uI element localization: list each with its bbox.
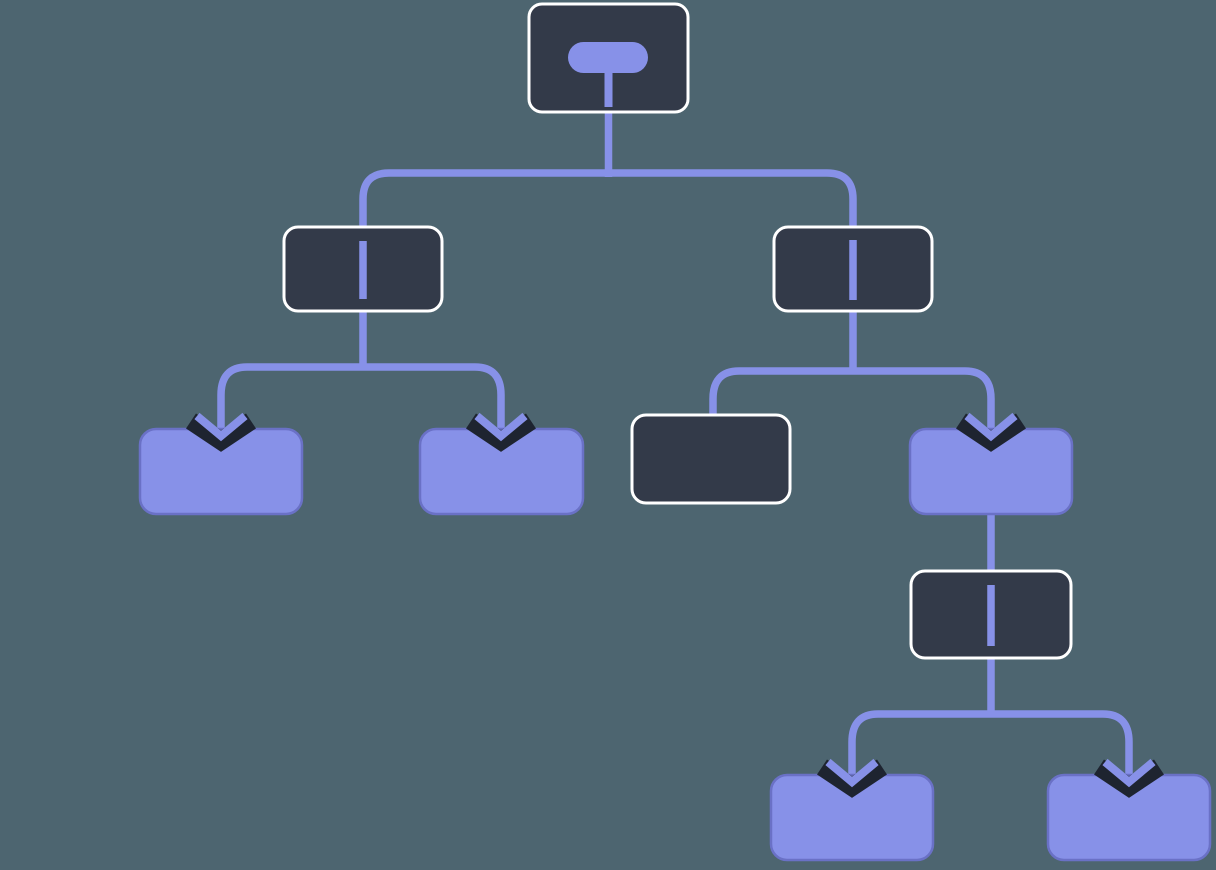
arrowhead-tip-shape (474, 412, 528, 442)
chevron-down-arrow-icon (956, 412, 1026, 452)
chevron-down-arrow-icon (1094, 758, 1164, 798)
connector-split-bottom (848, 710, 1133, 779)
node-mid-dark[interactable] (630, 413, 792, 505)
root-pill-shape (568, 42, 648, 73)
arrowhead-tip-shape (825, 758, 879, 788)
node-leaf-3[interactable] (908, 427, 1074, 516)
node-leaf-2[interactable] (418, 427, 585, 516)
connector-split-left (217, 363, 505, 433)
arrowhead-tip-shape (1102, 758, 1156, 788)
chevron-down-arrow-icon (817, 758, 887, 798)
root-pill-icon (568, 42, 648, 107)
arrowhead-tip-shape (964, 412, 1018, 442)
node-leaf-5[interactable] (1046, 773, 1212, 862)
node-leaf-1[interactable] (138, 427, 304, 516)
node-leaf-4[interactable] (769, 773, 935, 862)
chevron-down-arrow-icon (186, 412, 256, 452)
connector-split-right (709, 367, 995, 433)
arrowhead-tip-shape (194, 412, 248, 442)
connector-split-top (359, 169, 857, 228)
chevron-down-arrow-icon (466, 412, 536, 452)
